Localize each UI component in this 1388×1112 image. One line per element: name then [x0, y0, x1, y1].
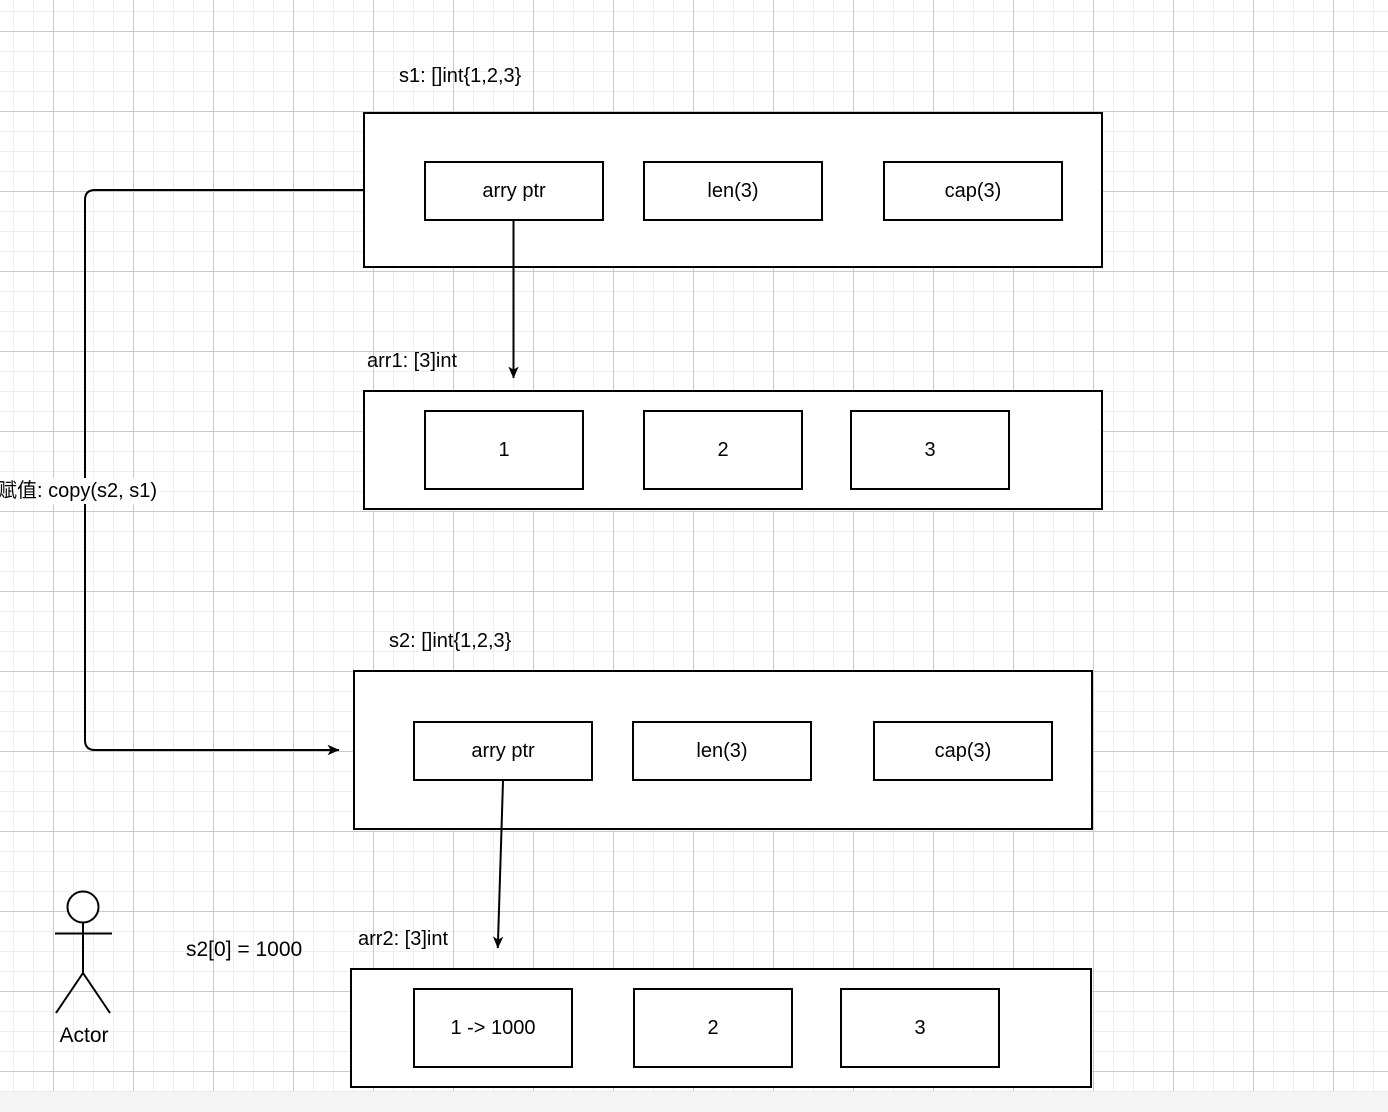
actor-head — [66, 890, 100, 924]
copy-s1-to-s2-arrow[interactable] — [84, 189, 363, 756]
s2-title-label[interactable]: s2: []int{1,2,3} — [389, 630, 512, 652]
arr1-cell-2-value: 3 — [924, 439, 936, 461]
arr2-cell-0[interactable]: 1 -> 1000 — [413, 988, 573, 1068]
arr1-title-label[interactable]: arr1: [3]int — [367, 350, 458, 372]
assignment-label[interactable]: s2[0] = 1000 — [186, 938, 303, 961]
actor-figure[interactable] — [55, 890, 112, 1014]
s1-field-arry-ptr[interactable]: arry ptr — [424, 161, 604, 221]
arr1-cell-1-value: 2 — [717, 439, 729, 461]
actor-label[interactable]: Actor — [59, 1024, 109, 1047]
s1-field-len-label: len(3) — [707, 180, 759, 202]
s2-field-cap-label: cap(3) — [934, 740, 992, 762]
s2-field-cap[interactable]: cap(3) — [873, 721, 1053, 781]
actor-left-leg — [55, 972, 84, 1014]
s1-title-label[interactable]: s1: []int{1,2,3} — [399, 65, 522, 87]
arr1-cell-1[interactable]: 2 — [643, 410, 803, 490]
s2-field-len[interactable]: len(3) — [632, 721, 812, 781]
arr2-cell-2[interactable]: 3 — [840, 988, 1000, 1068]
s1-field-cap[interactable]: cap(3) — [883, 161, 1063, 221]
actor-right-leg — [82, 972, 111, 1014]
arr2-cell-0-value: 1 -> 1000 — [450, 1017, 536, 1039]
s2-field-arry-ptr[interactable]: arry ptr — [413, 721, 593, 781]
s1-field-cap-label: cap(3) — [944, 180, 1002, 202]
s2-field-len-label: len(3) — [696, 740, 748, 762]
s1-field-arry-ptr-label: arry ptr — [482, 180, 546, 202]
arr1-cell-0-value: 1 — [498, 439, 510, 461]
arr1-cell-2[interactable]: 3 — [850, 410, 1010, 490]
arr2-cell-1[interactable]: 2 — [633, 988, 793, 1068]
arr2-title-label[interactable]: arr2: [3]int — [358, 928, 449, 950]
s2-field-arry-ptr-label: arry ptr — [471, 740, 535, 762]
arr1-cell-0[interactable]: 1 — [424, 410, 584, 490]
arr2-cell-1-value: 2 — [707, 1017, 719, 1039]
window-bottom-bar — [0, 1091, 1388, 1112]
s1-field-len[interactable]: len(3) — [643, 161, 823, 221]
arr2-cell-2-value: 3 — [914, 1017, 926, 1039]
copy-call-label[interactable]: 赋值: copy(s2, s1) — [0, 478, 161, 504]
